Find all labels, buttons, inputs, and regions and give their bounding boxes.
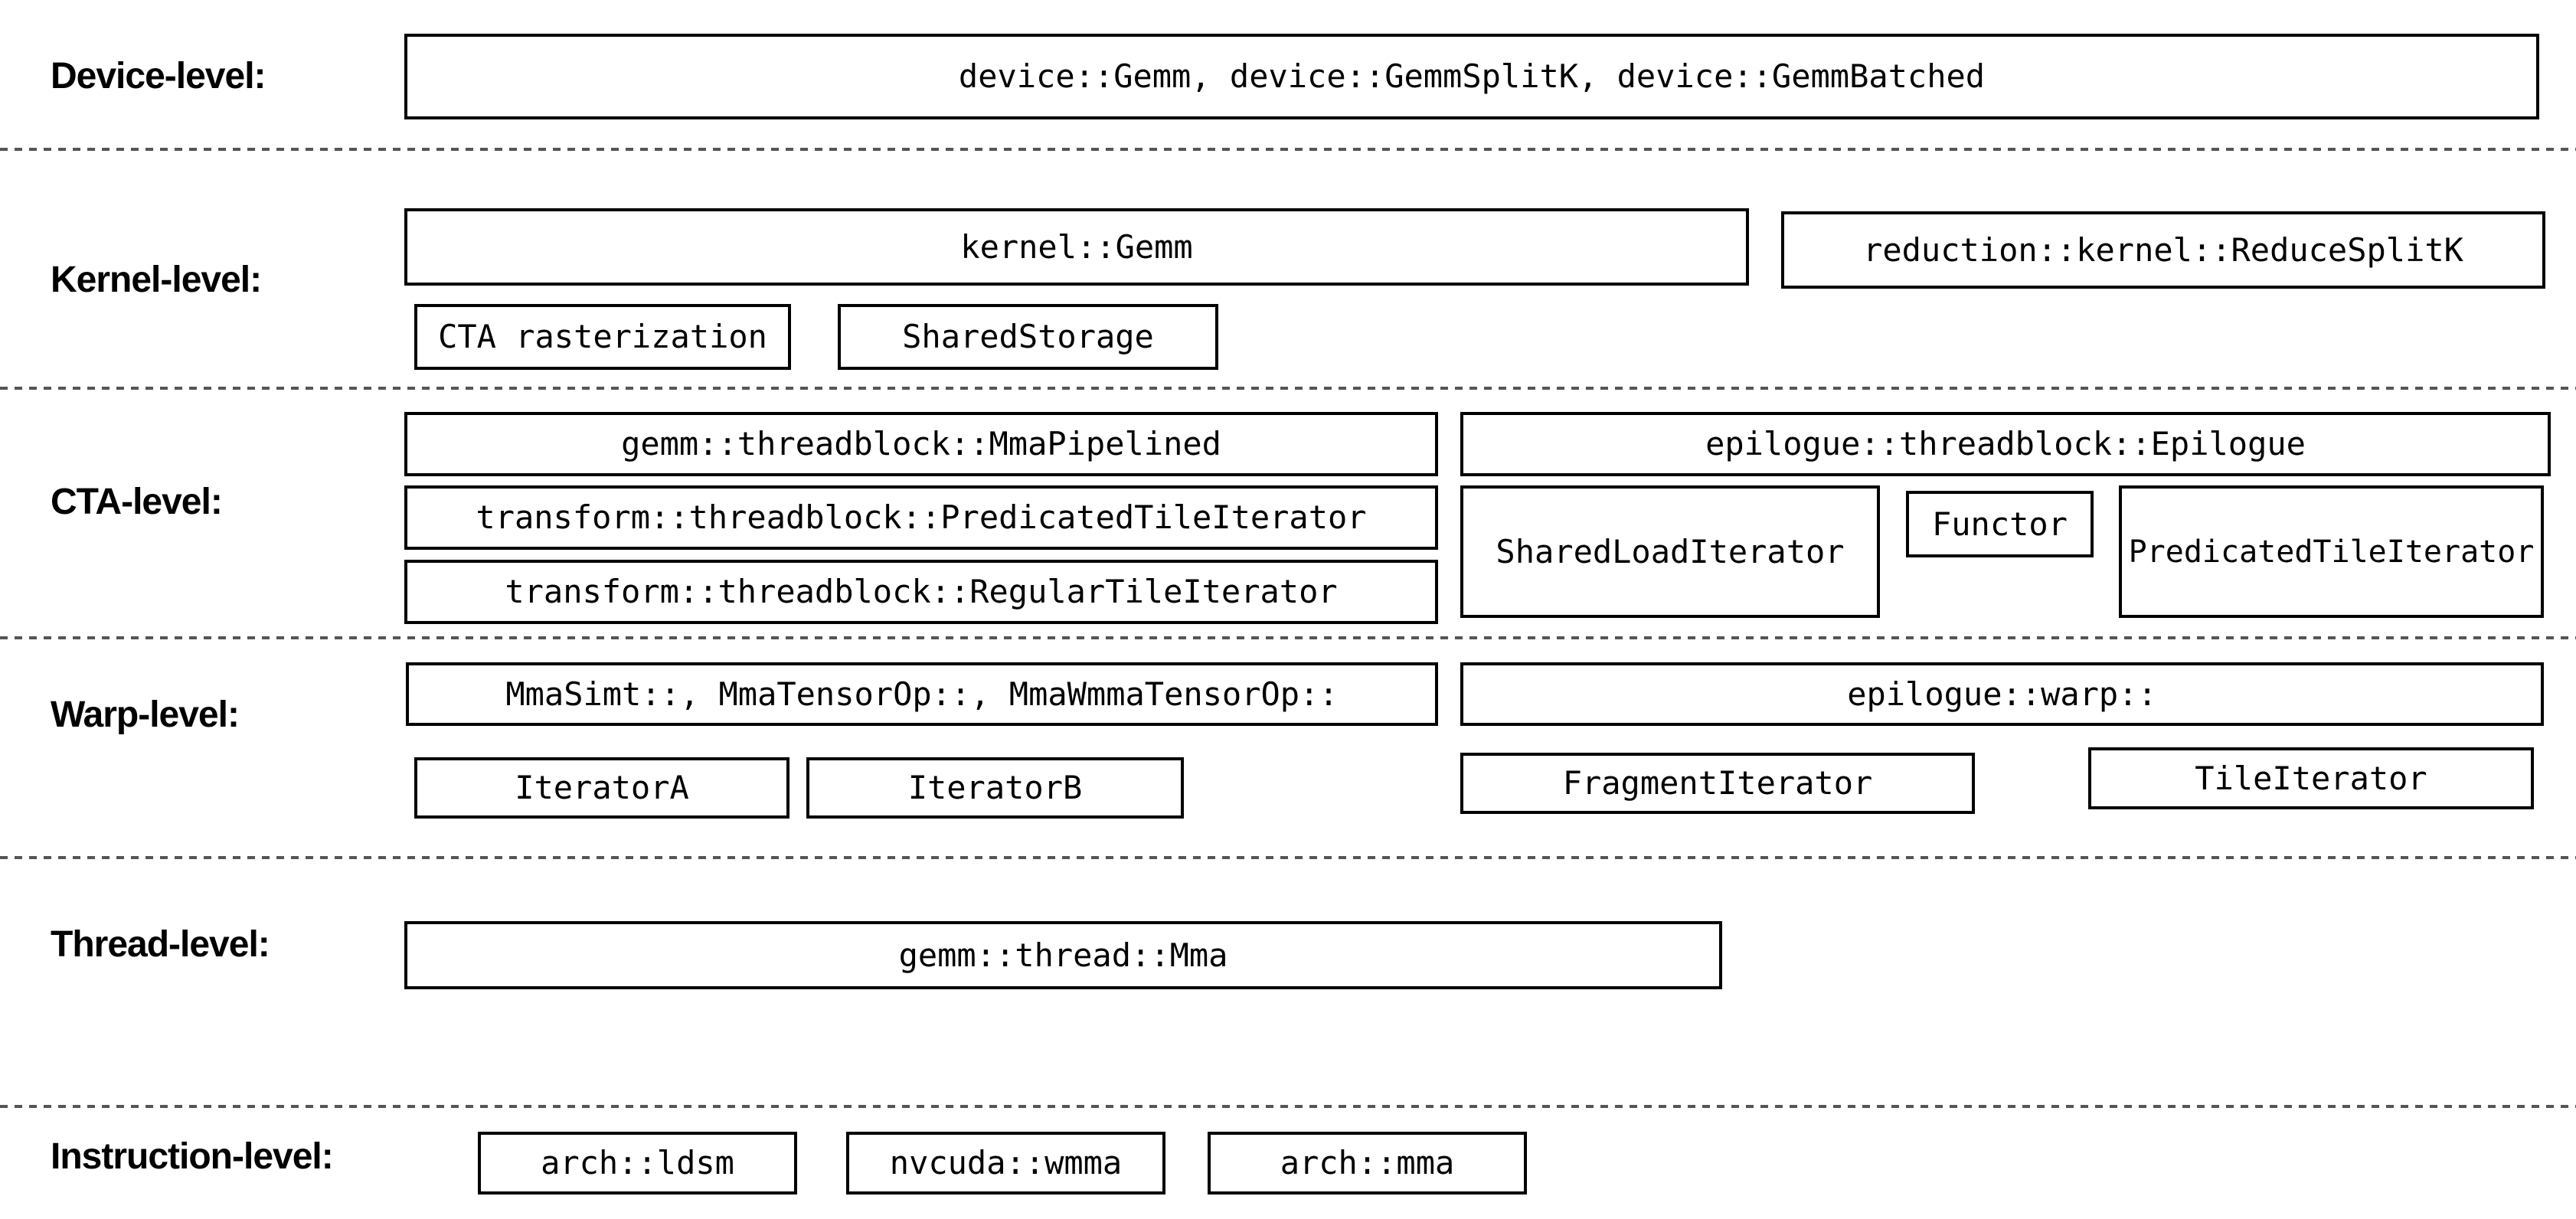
shared-storage-box: SharedStorage [838,304,1218,370]
kernel-gemm-box: kernel::Gemm [404,208,1749,286]
cta-rasterization-box: CTA rasterization [414,304,791,370]
epilogue-predicated-tile-iterator-box: PredicatedTileIterator [2119,485,2544,618]
warp-mma-box: MmaSimt::, MmaTensorOp::, MmaWmmaTensorO… [406,662,1438,726]
nvcuda-wmma-box: nvcuda::wmma [846,1132,1165,1194]
functor-box: Functor [1906,491,2094,557]
mma-pipelined-box: gemm::threadblock::MmaPipelined [404,412,1438,476]
fragment-iterator-box: FragmentIterator [1460,753,1975,814]
row-divider-warp-thread [0,856,2576,859]
tile-iterator-box: TileIterator [2088,747,2534,809]
epilogue-warp-box: epilogue::warp:: [1460,662,2544,726]
cta-level-label: CTA-level: [51,482,223,522]
thread-level-label: Thread-level: [51,924,270,965]
iterator-b-box: IteratorB [806,757,1184,819]
device-gemm-box: device::Gemm, device::GemmSplitK, device… [404,34,2539,119]
arch-mma-box: arch::mma [1208,1132,1527,1194]
row-divider-thread-instruction [0,1105,2576,1108]
device-level-label: Device-level: [51,56,266,96]
transform-predicated-tile-iterator-box: transform::threadblock::PredicatedTileIt… [404,485,1438,550]
transform-regular-tile-iterator-box: transform::threadblock::RegularTileItera… [404,560,1438,624]
thread-mma-box: gemm::thread::Mma [404,921,1722,989]
iterator-a-box: IteratorA [414,757,789,819]
row-divider-device-kernel [0,148,2576,151]
kernel-level-label: Kernel-level: [51,260,262,300]
arch-ldsm-box: arch::ldsm [478,1132,797,1194]
epilogue-threadblock-box: epilogue::threadblock::Epilogue [1460,412,2551,476]
instruction-level-label: Instruction-level: [51,1136,334,1177]
shared-load-iterator-box: SharedLoadIterator [1460,485,1880,618]
row-divider-cta-warp [0,636,2576,639]
reduce-splitk-box: reduction::kernel::ReduceSplitK [1781,211,2545,289]
row-divider-kernel-cta [0,387,2576,390]
warp-level-label: Warp-level: [51,694,240,735]
